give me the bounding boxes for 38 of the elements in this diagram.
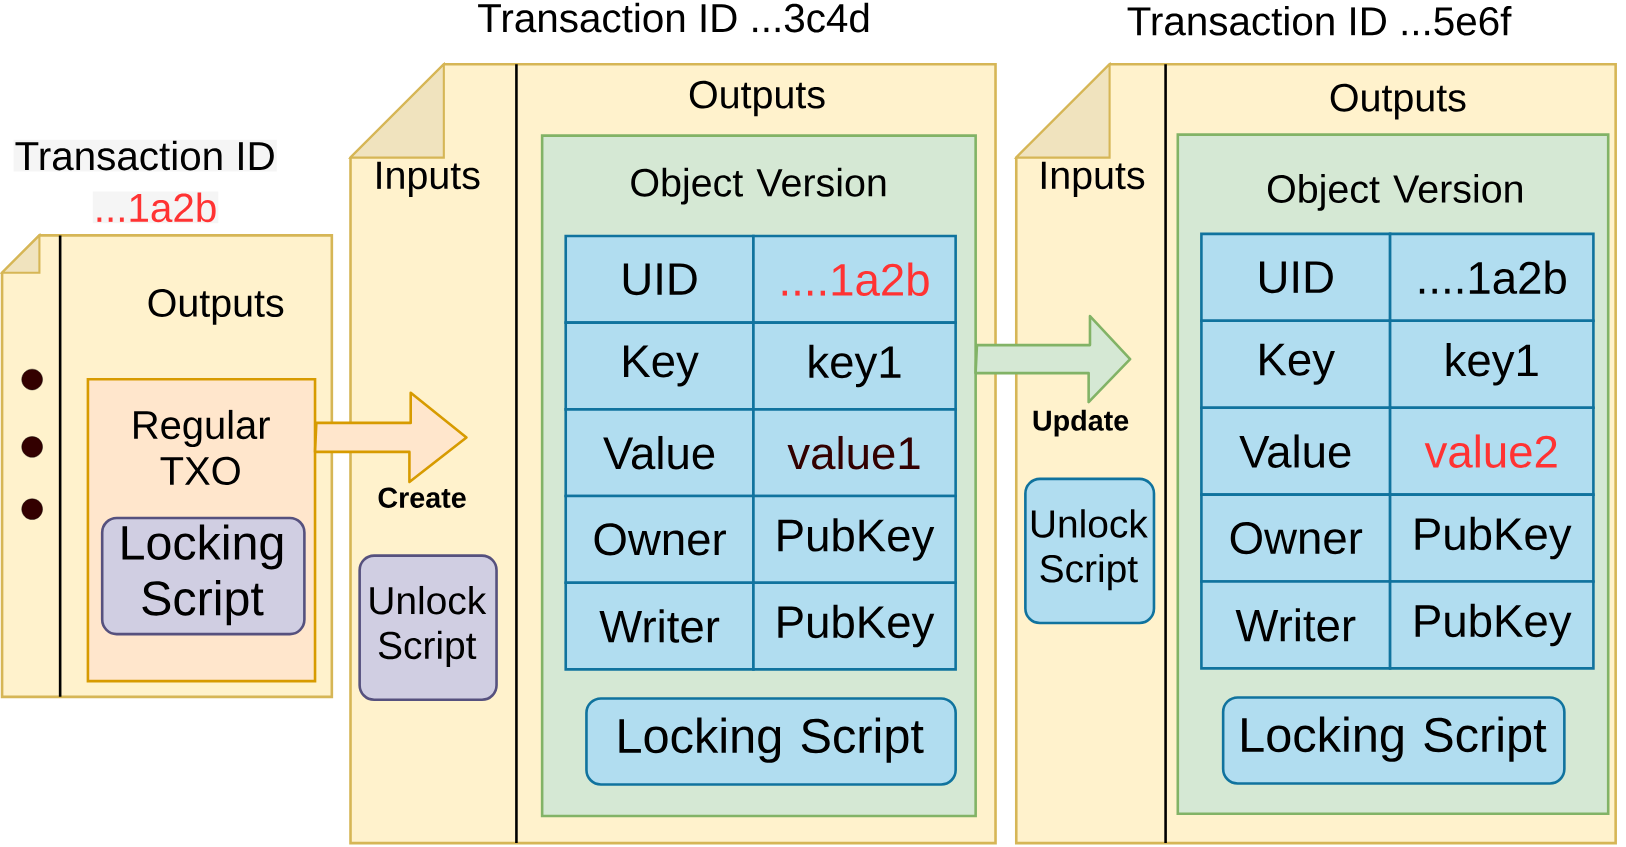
table-cell: key1	[752, 321, 957, 411]
table-cell: PubKey	[752, 494, 957, 584]
table-cell: UID	[1200, 232, 1392, 322]
table-cell: PubKey	[752, 581, 957, 671]
table-cell: Value	[1200, 406, 1392, 496]
table-cell: key1	[1388, 319, 1595, 409]
table-cell: Writer	[564, 581, 755, 671]
table-cell: UID	[564, 234, 755, 324]
section-heading: Outputs	[1330, 83, 1466, 120]
edge-label: Update	[1033, 409, 1129, 437]
table-cell: Key	[1200, 319, 1392, 409]
title: Transaction ID ...5e6f	[1127, 5, 1512, 36]
title: Transaction ID	[13, 139, 277, 172]
table-cell: PubKey	[1388, 580, 1595, 670]
table-cell: Key	[564, 321, 755, 411]
script-box: Unlock Script	[1024, 477, 1156, 625]
table-cell: PubKey	[1388, 493, 1595, 583]
section-heading: Outputs	[148, 289, 284, 325]
table-cell: Owner	[1200, 493, 1392, 583]
title: ...1a2b	[92, 191, 219, 224]
table-cell: value2	[1388, 406, 1595, 496]
script-box: Locking Script	[585, 697, 957, 786]
table-cell: Value	[564, 407, 755, 498]
block-arrow	[313, 391, 468, 484]
edge-label: Create	[378, 487, 466, 508]
table-cell: ....1a2b	[752, 234, 957, 324]
script-box: Locking Script	[1221, 696, 1566, 785]
section-heading: Outputs	[689, 80, 825, 117]
block-arrow	[974, 314, 1132, 404]
section-heading: Inputs	[377, 161, 480, 197]
section-heading: Inputs	[1041, 161, 1145, 197]
table-cell: Writer	[1200, 580, 1392, 670]
script-box: Locking Script	[100, 516, 306, 636]
table-cell: value1	[752, 407, 957, 498]
script-box: Unlock Script	[358, 554, 498, 701]
title: Transaction ID ...3c4d	[478, 2, 869, 33]
table-cell: Owner	[564, 494, 755, 584]
table-cell: ....1a2b	[1388, 232, 1595, 322]
